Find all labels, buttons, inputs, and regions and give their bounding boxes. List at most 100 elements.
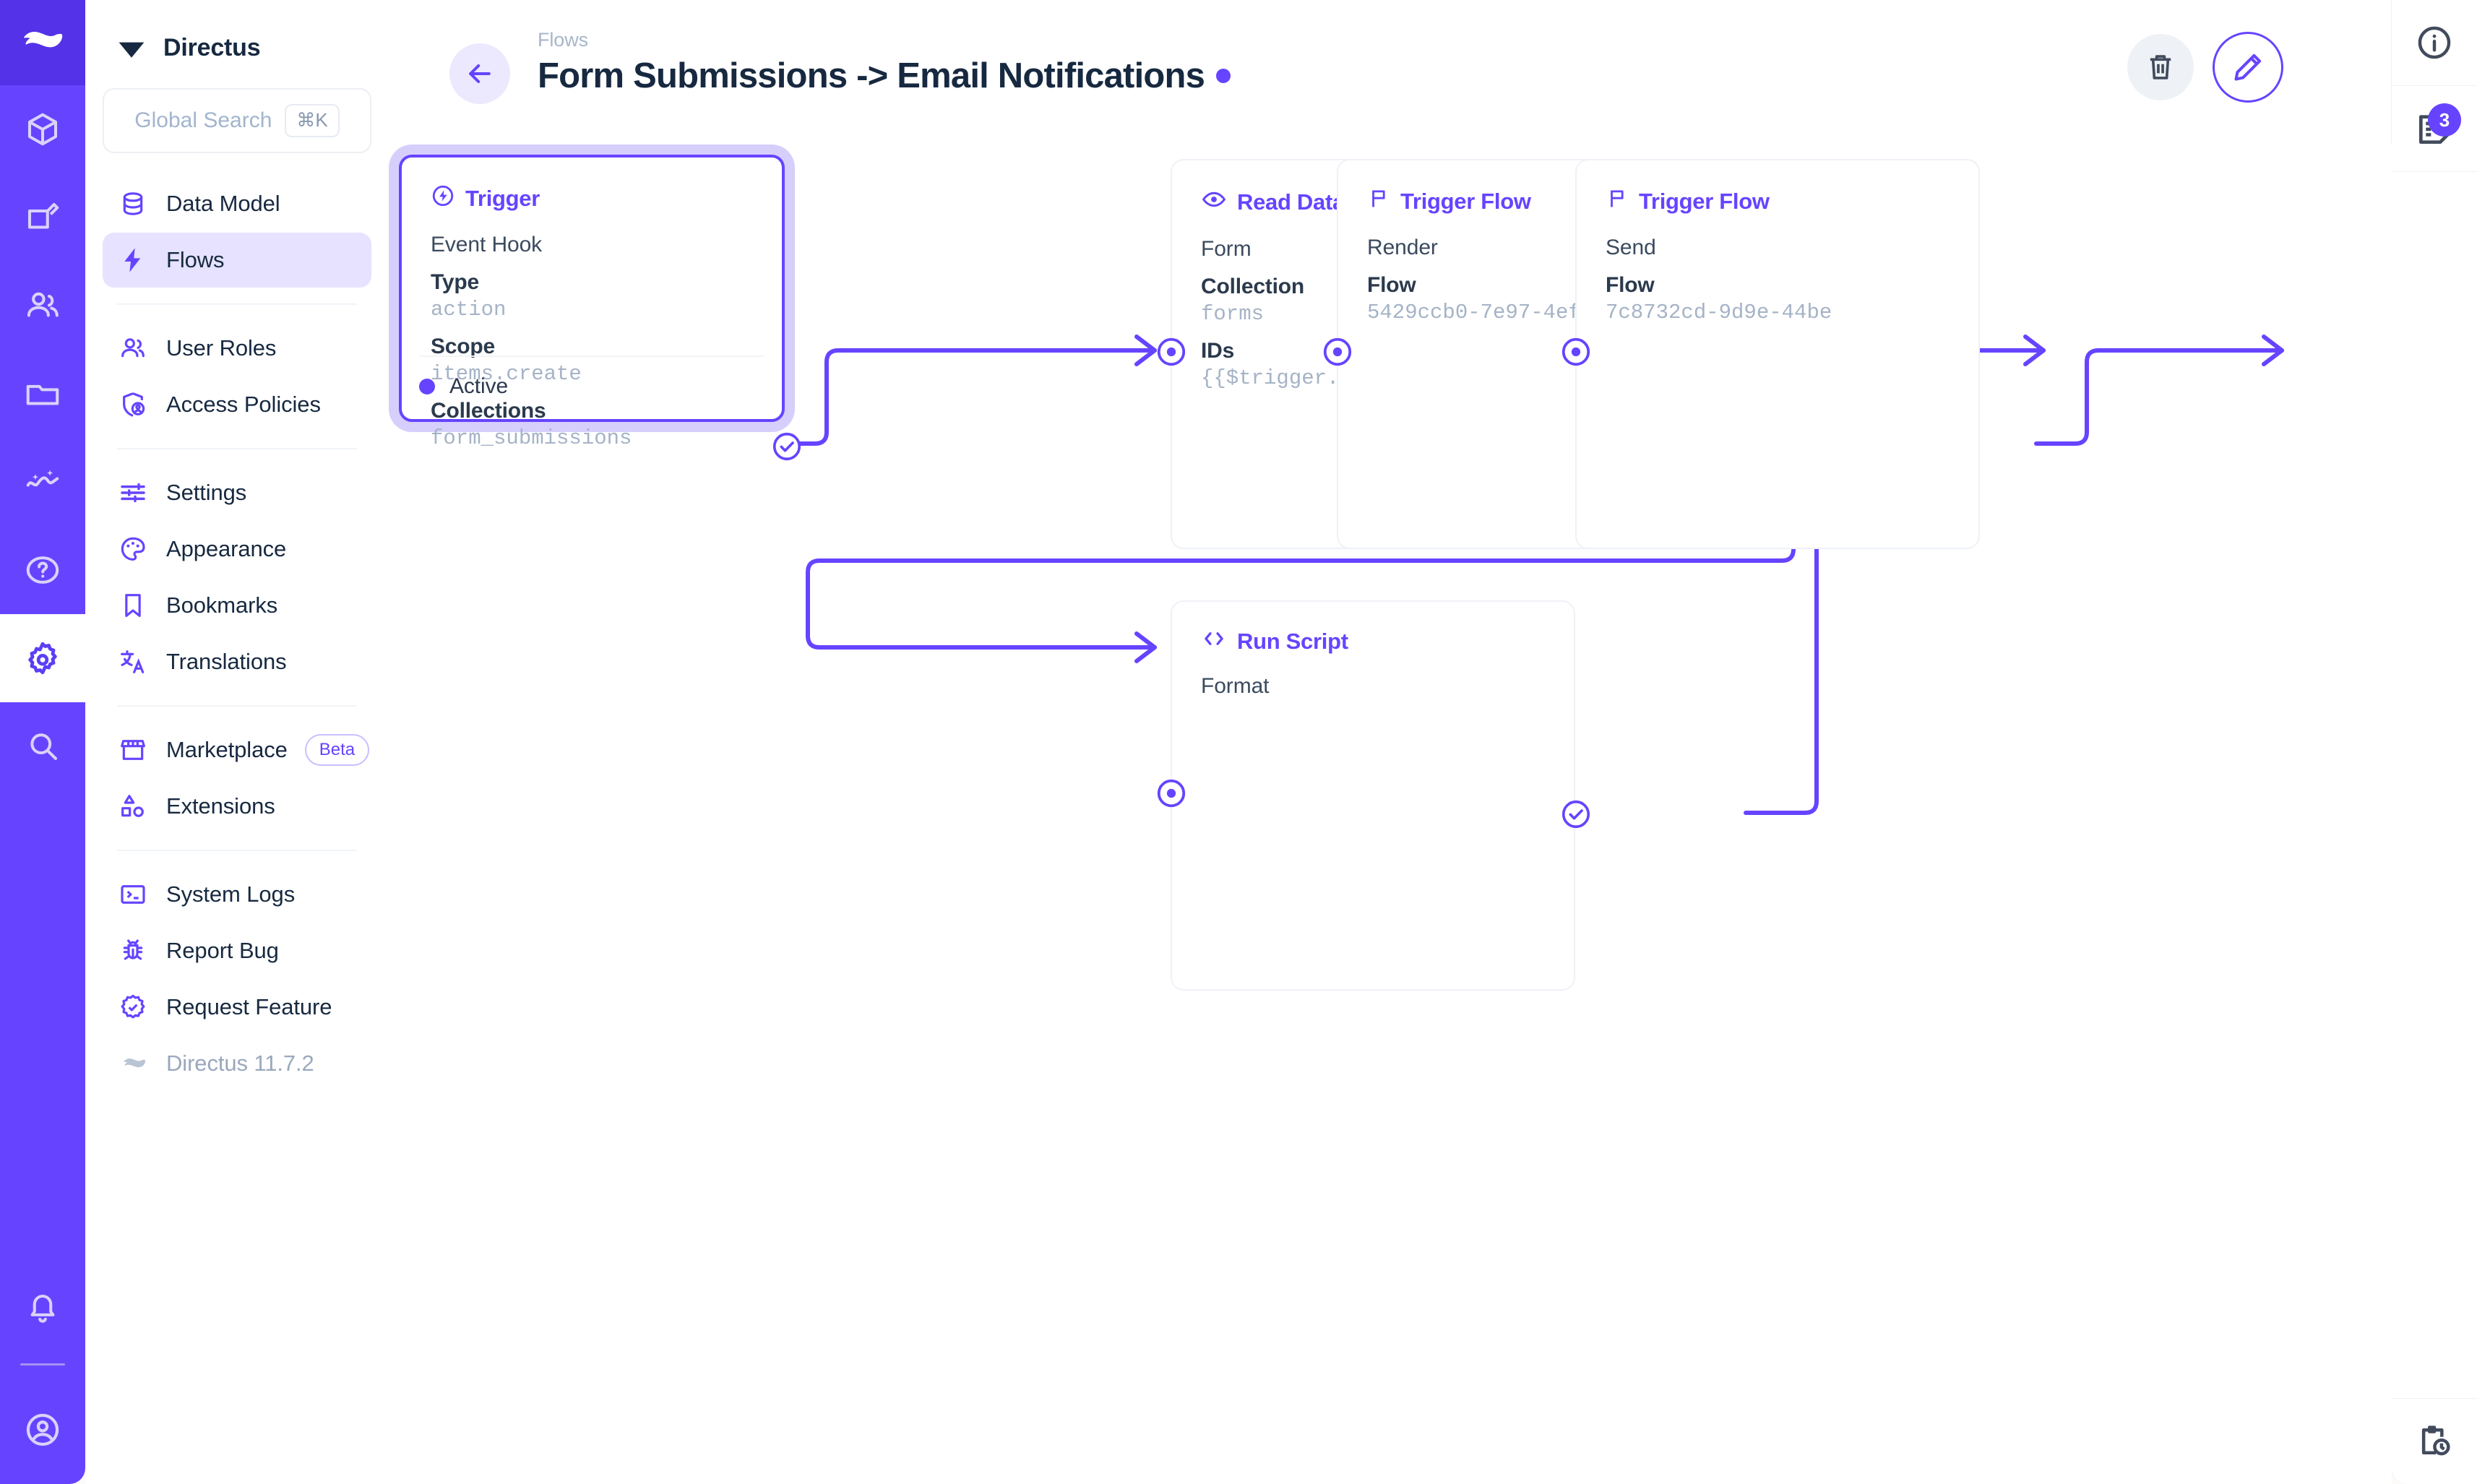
node-field: Collection forms [1172,262,1574,326]
clipboard-clock-icon [2421,1425,2450,1456]
sidebar-item-appearance[interactable]: Appearance [103,522,371,577]
read-data-input-port[interactable] [1155,335,1188,368]
trigger-bolt-icon [431,184,455,214]
flow-node-trigger-flow-send[interactable]: Trigger Flow Send Flow 7c8732cd-9d9e-44b… [1561,159,1980,549]
sidebar-item-extensions[interactable]: Extensions [103,779,371,834]
field-key: Type [431,270,479,294]
users-icon [117,332,149,364]
sliders-icon [117,477,149,509]
node-title-text: Trigger Flow [1639,189,1770,214]
module-users[interactable] [0,262,85,350]
run-script-input-port[interactable] [1155,777,1188,810]
flow-node-trigger[interactable]: Trigger Event Hook Type action Scope ite… [399,155,801,461]
directus-logo[interactable] [0,0,85,85]
node-field: Flow 7c8732cd-9d9e-44be [1577,260,1978,324]
nav-divider [117,850,357,851]
sidebar-item-request-feature[interactable]: Request Feature [103,980,371,1035]
right-sidebar: 3 [2391,0,2477,1484]
flow-node-run-script[interactable]: Run Script Format [1157,600,1590,991]
sidebar-item-data-model[interactable]: Data Model [103,176,371,231]
sidebar-item-report-bug[interactable]: Report Bug [103,923,371,978]
project-brand[interactable]: Directus [85,0,389,85]
project-logo-icon [119,42,145,58]
run-script-resolve-port[interactable] [1559,798,1593,831]
module-search[interactable] [0,702,85,790]
status-badge [1216,69,1231,83]
breadcrumb[interactable]: Flows [538,29,589,51]
title-block: Flows Form Submissions -> Email Notifica… [538,29,1231,96]
module-account[interactable] [0,1376,85,1484]
field-key: Flow [1367,273,1416,297]
database-icon [117,188,149,220]
activity-log-button[interactable]: 3 [2392,86,2477,172]
dot-circle-icon [1157,337,1186,366]
sidebar-item-bookmarks[interactable]: Bookmarks [103,578,371,633]
activity-count-badge: 3 [2428,103,2461,137]
delete-flow-button[interactable] [2127,34,2194,100]
field-key: Collections [431,399,546,423]
dot-circle-icon [1323,337,1352,366]
module-files[interactable] [0,350,85,438]
back-button[interactable] [449,43,510,104]
sidebar-item-access-policies[interactable]: Access Policies [103,377,371,432]
pencil-icon [2234,53,2262,81]
global-search-input[interactable]: Global Search ⌘K [103,88,371,153]
trash-icon [2150,55,2171,79]
node-title: Trigger Flow [1577,160,1978,217]
node-field: Scope items.create [402,322,782,386]
bug-icon [117,935,149,967]
info-button[interactable] [2392,0,2477,86]
sidebar-item-user-roles[interactable]: User Roles [103,321,371,376]
trigger-flow-render-input-port[interactable] [1321,335,1354,368]
field-key: Collection [1201,275,1305,298]
module-insights[interactable] [0,438,85,526]
field-value: 7c8732cd-9d9e-44be [1606,301,1832,324]
bookmark-icon [117,590,149,621]
module-notifications[interactable] [0,1265,85,1353]
node-subtitle: Form [1201,237,1252,261]
sidebar-item-label: User Roles [166,335,277,361]
sidebar-item-label: Marketplace [166,737,288,762]
trigger-flow-send-input-port[interactable] [1559,335,1593,368]
module-settings[interactable] [0,614,85,702]
module-content[interactable] [0,85,85,173]
revisions-button[interactable] [2392,1398,2477,1484]
node-subtitle: Format [1201,674,1270,698]
field-value: items.create [431,362,582,386]
sidebar-item-translations[interactable]: Translations [103,634,371,689]
sidebar-item-settings[interactable]: Settings [103,465,371,520]
sidebar-item-flows[interactable]: Flows [103,233,371,288]
dot-circle-icon [1157,779,1186,808]
sidebar-item-label: Translations [166,649,287,674]
sidebar-item-label: Directus 11.7.2 [166,1051,314,1076]
module-help[interactable] [0,526,85,614]
nav-group-4: Marketplace Beta Extensions [85,722,389,834]
flow-canvas[interactable]: Trigger Event Hook Type action Scope ite… [389,144,2392,1484]
sidebar-item-system-logs[interactable]: System Logs [103,867,371,922]
check-circle-icon [1561,800,1590,829]
active-status-dot [419,379,435,394]
trigger-resolve-port[interactable] [770,430,804,463]
sidebar-item-label: Flows [166,247,225,272]
sidebar-item-label: System Logs [166,881,296,907]
global-search-shortcut: ⌘K [285,104,340,137]
node-title-text: Trigger Flow [1400,189,1531,214]
sidebar-item-label: Data Model [166,191,280,216]
info-circle-icon [2418,26,2451,59]
nav-group-1: Data Model Flows [85,176,389,288]
module-bar-divider [20,1363,65,1366]
node-subtitle: Event Hook [431,233,543,256]
node-title: Trigger [402,158,782,214]
node-field: Type action [402,257,782,322]
nav-group-3: Settings Appearance [85,465,389,689]
node-title: Read Data [1172,160,1574,218]
page-header: Flows Form Submissions -> Email Notifica… [389,0,2392,145]
field-key: IDs [1201,339,1235,363]
sidebar-item-marketplace[interactable]: Marketplace Beta [103,722,371,777]
edit-flow-button[interactable] [2213,32,2283,103]
field-value: forms [1201,302,1265,326]
module-editor[interactable] [0,173,85,262]
node-field: Collections form_submissions [402,386,782,450]
nav-list: Data Model Flows [85,176,389,1091]
